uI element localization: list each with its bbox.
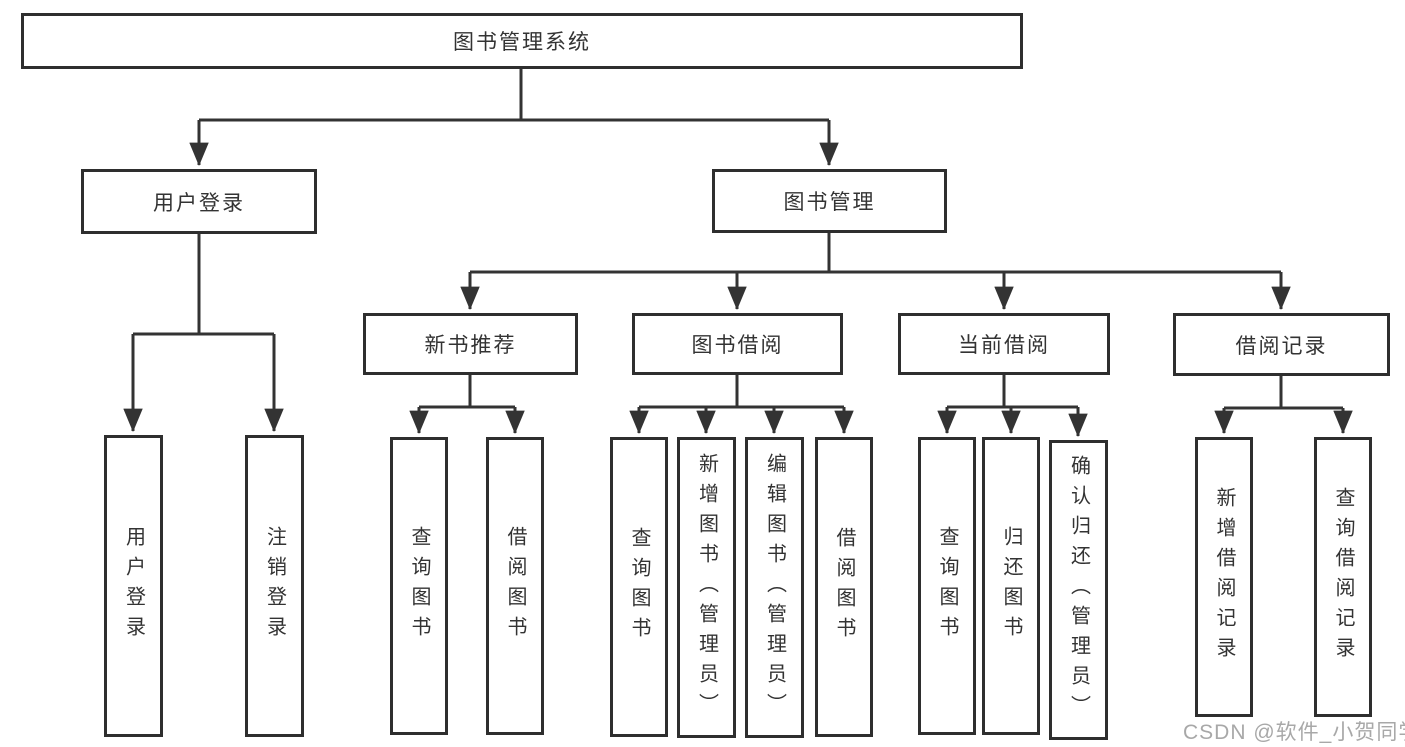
leaf-query-borrow-record-label: 查询借阅记录 <box>1332 487 1354 667</box>
leaf-logout: 注销登录 <box>245 435 304 737</box>
node-new-book-recommend: 新书推荐 <box>363 313 578 375</box>
node-borrow-records-label: 借阅记录 <box>1235 334 1328 358</box>
leaf-add-borrow-record-label: 新增借阅记录 <box>1213 487 1235 667</box>
node-book-borrow: 图书借阅 <box>632 313 843 375</box>
leaf-query-book-3-label: 查询图书 <box>936 526 958 646</box>
node-borrow-records: 借阅记录 <box>1173 313 1390 376</box>
node-book-management-label: 图书管理 <box>783 191 876 214</box>
leaf-borrow-book-2: 借阅图书 <box>815 437 873 737</box>
leaf-borrow-book-1-label: 借阅图书 <box>504 526 526 646</box>
leaf-confirm-return: 确认归还（管理员） <box>1049 440 1108 740</box>
leaf-edit-book-label: 编辑图书（管理员） <box>763 452 786 723</box>
node-root: 图书管理系统 <box>21 13 1023 69</box>
node-current-borrow: 当前借阅 <box>898 313 1110 375</box>
leaf-user-login: 用户登录 <box>104 435 163 737</box>
leaf-query-book-2-label: 查询图书 <box>628 527 650 647</box>
node-user-login: 用户登录 <box>81 169 317 234</box>
node-new-book-recommend-label: 新书推荐 <box>424 334 517 357</box>
leaf-return-book-label: 归还图书 <box>1000 526 1022 646</box>
leaf-borrow-book-1: 借阅图书 <box>486 437 544 735</box>
leaf-user-login-label: 用户登录 <box>122 526 145 646</box>
leaf-edit-book: 编辑图书（管理员） <box>745 437 804 738</box>
csdn-watermark: CSDN @软件_小贺同学 <box>1183 721 1405 744</box>
node-user-login-label: 用户登录 <box>153 191 245 215</box>
node-root-label: 图书管理系统 <box>453 31 591 54</box>
leaf-add-book: 新增图书（管理员） <box>677 437 736 738</box>
node-book-borrow-label: 图书借阅 <box>691 334 784 357</box>
node-current-borrow-label: 当前借阅 <box>958 334 1050 357</box>
leaf-logout-label: 注销登录 <box>263 526 286 646</box>
leaf-confirm-return-label: 确认归还（管理员） <box>1067 455 1090 725</box>
leaf-add-book-label: 新增图书（管理员） <box>695 452 718 723</box>
leaf-query-book-2: 查询图书 <box>610 437 668 737</box>
node-book-management: 图书管理 <box>712 169 947 233</box>
leaf-borrow-book-2-label: 借阅图书 <box>833 527 855 647</box>
leaf-query-book-3: 查询图书 <box>918 437 976 735</box>
leaf-query-borrow-record: 查询借阅记录 <box>1314 437 1372 717</box>
leaf-return-book: 归还图书 <box>982 437 1040 735</box>
leaf-query-book-1-label: 查询图书 <box>408 526 430 646</box>
leaf-query-book-1: 查询图书 <box>390 437 448 735</box>
leaf-add-borrow-record: 新增借阅记录 <box>1195 437 1253 717</box>
